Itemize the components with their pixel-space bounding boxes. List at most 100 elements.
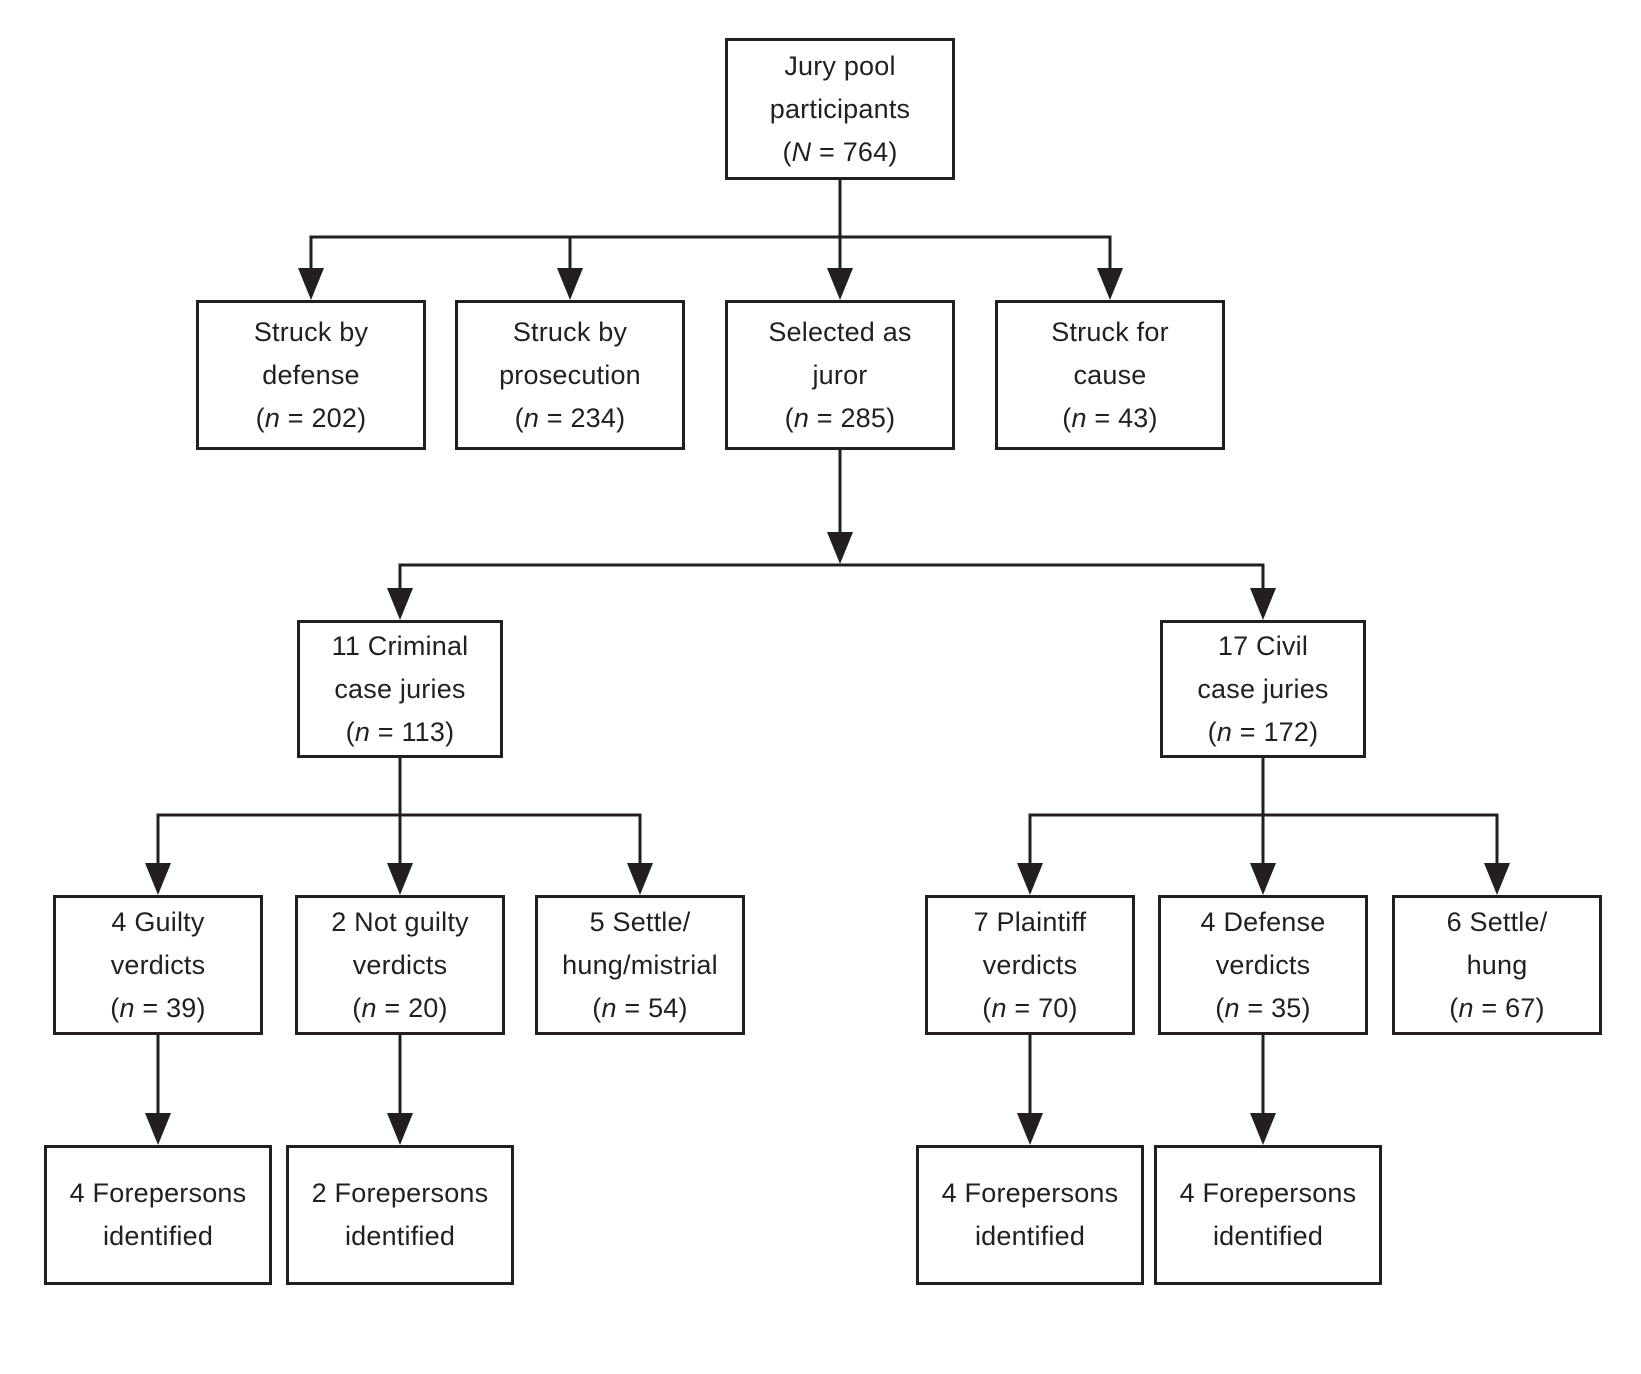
stat-open: ( <box>1062 402 1072 433</box>
arrowhead <box>1017 863 1043 895</box>
node-line: hung <box>1466 949 1528 980</box>
node-line: Jury pool <box>784 50 896 81</box>
arrowhead <box>1250 863 1276 895</box>
arrowhead <box>1250 1113 1276 1145</box>
arrowhead <box>827 532 853 564</box>
node-plaintiff-verdicts: 7 Plaintiff verdicts (n = 70) <box>925 895 1135 1035</box>
stat-value: = 285) <box>809 402 896 433</box>
node-selected-as-juror: Selected as juror (n = 285) <box>725 300 955 450</box>
node-stat: (n = 113) <box>346 711 455 754</box>
edge-civil-split-bar <box>1028 813 1499 864</box>
node-forepersons-guilty: 4 Forepersons identified <box>44 1145 272 1285</box>
stat-variable: n <box>1224 992 1240 1023</box>
node-line: case juries <box>1197 673 1329 704</box>
stat-variable: n <box>361 992 377 1023</box>
stat-open: ( <box>1449 992 1459 1023</box>
stat-variable: n <box>793 402 810 433</box>
stat-open: ( <box>255 402 265 433</box>
stat-value: = 67) <box>1473 992 1545 1023</box>
node-line: Struck by <box>512 316 628 347</box>
node-forepersons-defense: 4 Forepersons identified <box>1154 1145 1382 1285</box>
edge-criminal-civil-bar <box>398 563 1265 590</box>
arrowhead <box>627 863 653 895</box>
stat-value: = 70) <box>1006 992 1078 1023</box>
stat-variable: n <box>264 402 281 433</box>
stat-open: ( <box>1215 992 1225 1023</box>
arrowhead <box>557 268 583 300</box>
stat-variable: n <box>991 992 1007 1023</box>
edge-jury-split-bar <box>309 235 1112 268</box>
node-line: 4 Defense <box>1200 906 1326 937</box>
stat-variable: n <box>601 992 617 1023</box>
arrowhead <box>1484 863 1510 895</box>
node-line: 4 Forepersons <box>69 1178 247 1208</box>
node-line: 4 Forepersons <box>1179 1178 1357 1208</box>
node-stat: (n = 67) <box>1449 987 1544 1030</box>
stat-variable: N <box>791 136 812 167</box>
arrowhead <box>387 588 413 620</box>
stat-variable: n <box>523 402 540 433</box>
stat-open: ( <box>110 992 120 1023</box>
node-stat: (n = 43) <box>1062 397 1157 440</box>
node-stat: (N = 764) <box>782 131 897 174</box>
stat-open: ( <box>784 402 794 433</box>
node-stat: (n = 35) <box>1215 987 1310 1030</box>
stat-variable: n <box>354 716 371 747</box>
arrowhead <box>387 1113 413 1145</box>
stat-value: = 20) <box>376 992 448 1023</box>
stat-open: ( <box>592 992 602 1023</box>
node-civil-case-juries: 17 Civil case juries (n = 172) <box>1160 620 1366 758</box>
node-defense-verdicts: 4 Defense verdicts (n = 35) <box>1158 895 1368 1035</box>
node-line: prosecution <box>499 359 641 390</box>
stat-open: ( <box>1207 716 1217 747</box>
node-guilty-verdicts: 4 Guilty verdicts (n = 39) <box>53 895 263 1035</box>
node-line: 17 Civil <box>1217 630 1309 661</box>
node-line: defense <box>262 359 360 390</box>
stat-value: = 764) <box>811 136 898 167</box>
stat-value: = 54) <box>616 992 688 1023</box>
node-forepersons-not-guilty: 2 Forepersons identified <box>286 1145 514 1285</box>
node-not-guilty-verdicts: 2 Not guilty verdicts (n = 20) <box>295 895 505 1035</box>
node-line: 6 Settle/ <box>1446 906 1548 937</box>
node-criminal-case-juries: 11 Criminal case juries (n = 113) <box>297 620 503 758</box>
stat-value: = 43) <box>1086 402 1158 433</box>
node-stat: (n = 54) <box>592 987 687 1030</box>
node-stat: (n = 234) <box>515 397 626 440</box>
node-stat: (n = 172) <box>1208 711 1319 754</box>
node-line: case juries <box>334 673 466 704</box>
node-line: hung/mistrial <box>562 949 718 980</box>
connector-paths <box>156 180 1499 1114</box>
node-line: 4 Guilty <box>111 906 205 937</box>
node-line: identified <box>102 1221 214 1251</box>
stat-value: = 39) <box>134 992 206 1023</box>
node-line: identified <box>1212 1221 1324 1251</box>
stat-open: ( <box>345 716 355 747</box>
arrowhead <box>1017 1113 1043 1145</box>
stat-value: = 113) <box>370 716 455 747</box>
arrowhead <box>1250 588 1276 620</box>
node-stat: (n = 285) <box>785 397 896 440</box>
stat-open: ( <box>514 402 524 433</box>
stat-variable: n <box>1216 716 1233 747</box>
node-line: juror <box>812 359 868 390</box>
arrowhead <box>1097 268 1123 300</box>
node-line: Struck for <box>1051 316 1169 347</box>
node-line: Selected as <box>768 316 912 347</box>
stat-value: = 234) <box>539 402 626 433</box>
node-stat: (n = 20) <box>352 987 447 1030</box>
node-line: 11 Criminal <box>331 630 469 661</box>
node-stat: (n = 39) <box>110 987 205 1030</box>
arrowhead <box>145 863 171 895</box>
node-struck-by-defense: Struck by defense (n = 202) <box>196 300 426 450</box>
stat-open: ( <box>352 992 362 1023</box>
node-stat: (n = 70) <box>982 987 1077 1030</box>
node-line: verdicts <box>110 949 206 980</box>
node-line: 4 Forepersons <box>941 1178 1119 1208</box>
stat-open: ( <box>782 136 792 167</box>
node-settle-hung-mistrial: 5 Settle/ hung/mistrial (n = 54) <box>535 895 745 1035</box>
stat-variable: n <box>1458 992 1474 1023</box>
node-line: identified <box>344 1221 456 1251</box>
node-settle-hung: 6 Settle/ hung (n = 67) <box>1392 895 1602 1035</box>
